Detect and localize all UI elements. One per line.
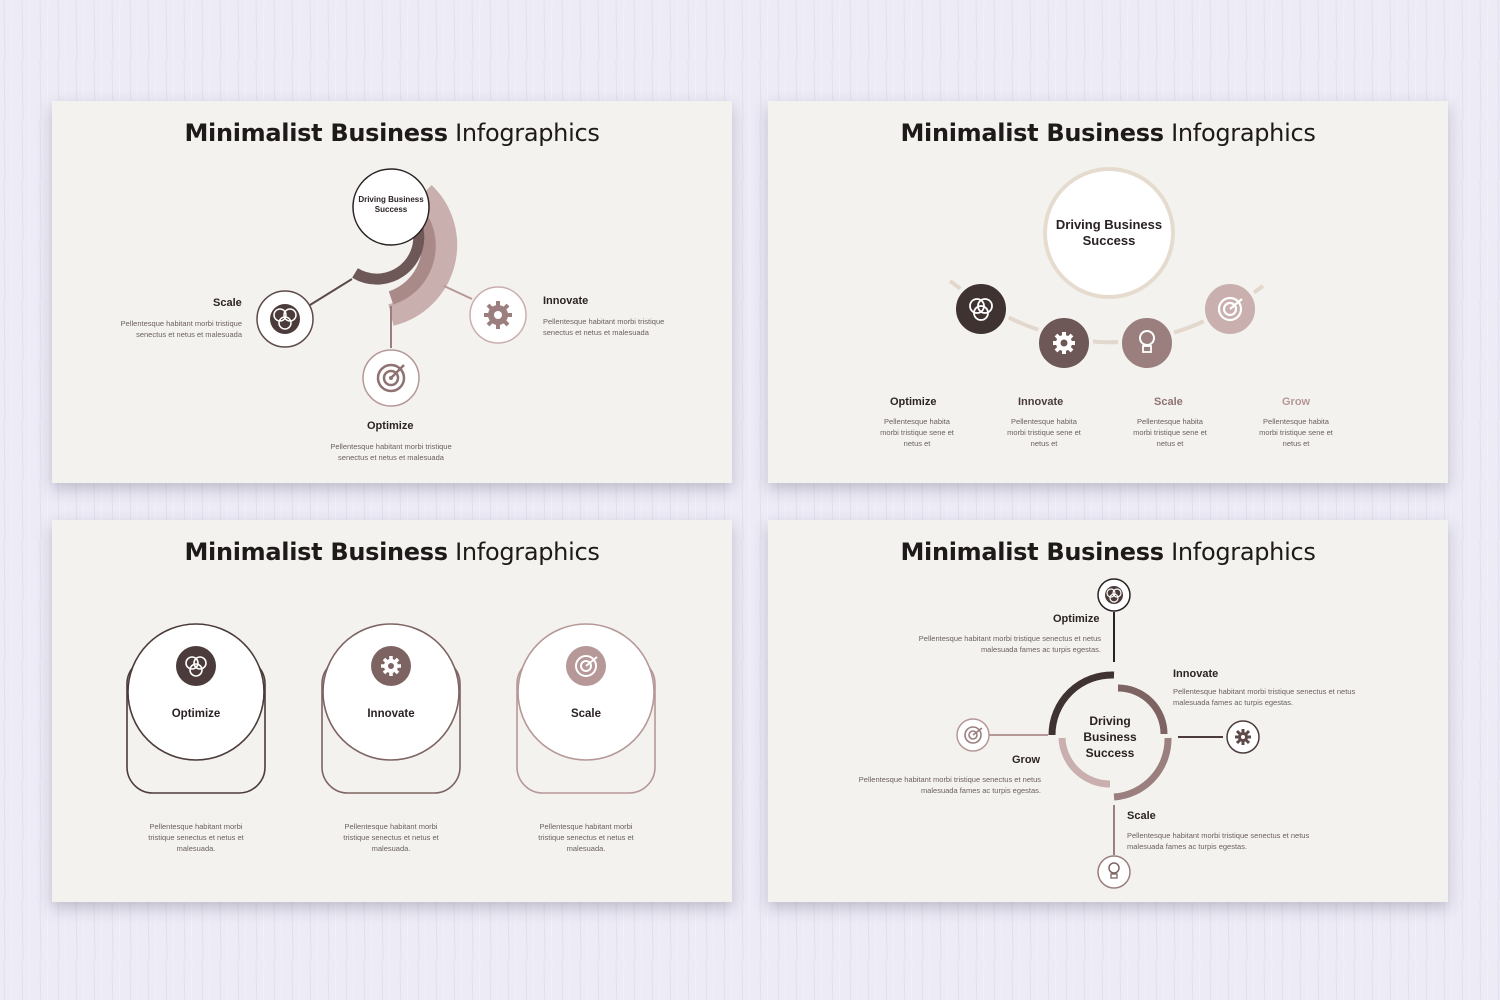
- center-circle: [1043, 167, 1175, 299]
- connector-scale: [309, 278, 353, 306]
- desc-innovate: Pellentesque habitant morbi tristique se…: [1173, 687, 1356, 707]
- card-desc-scale: Pellentesque habitant morbi tristique se…: [538, 822, 634, 853]
- desc-scale: Pellentesque habita morbi tristique sene…: [1133, 417, 1207, 448]
- label-innovate: Innovate: [1173, 668, 1219, 680]
- label-optimize: Optimize: [1053, 613, 1100, 625]
- label-grow: Grow: [1282, 396, 1311, 408]
- optimize-step-circle: [952, 280, 1010, 338]
- slide-3[interactable]: Minimalist Business Infographics Optimiz…: [52, 520, 732, 902]
- center-label: Driving Business Success: [358, 195, 424, 214]
- ring-arc-scale: [1113, 737, 1172, 801]
- arc-medium: [388, 212, 436, 305]
- desc-optimize: Pellentesque habita morbi tristique sene…: [880, 417, 954, 448]
- label-scale: Scale: [1127, 810, 1156, 822]
- center-circle: [352, 168, 430, 246]
- desc-grow: Pellentesque habitant morbi tristique se…: [858, 775, 1041, 795]
- connector-innovate: [443, 285, 473, 300]
- radial-diagram: [256, 168, 527, 407]
- slide-title: Minimalist Business Infographics: [900, 119, 1316, 147]
- desc-scale: Pellentesque habitant morbi tristique se…: [120, 319, 242, 339]
- label-innovate: Innovate: [543, 295, 589, 307]
- card-optimize-circle: [127, 623, 265, 761]
- ring-arc-grow: [1058, 737, 1111, 788]
- card-scale-circle: [517, 623, 655, 761]
- card-label-scale: Scale: [570, 708, 602, 720]
- center-label: Driving Business Success: [1083, 714, 1137, 760]
- ring-arc-innovate: [1117, 684, 1168, 735]
- card-label-innovate: Innovate: [367, 708, 415, 720]
- desc-grow: Pellentesque habita morbi tristique sene…: [1259, 417, 1333, 448]
- label-innovate: Innovate: [1018, 396, 1064, 408]
- card-desc-innovate: Pellentesque habitant morbi tristique se…: [343, 822, 439, 853]
- scale-step-circle: [1118, 314, 1176, 372]
- label-optimize: Optimize: [890, 396, 937, 408]
- label-optimize: Optimize: [367, 420, 414, 432]
- cards-diagram: [126, 623, 656, 794]
- slide-2[interactable]: Minimalist Business Infographics Driving…: [768, 101, 1448, 483]
- desc-scale: Pellentesque habitant morbi tristique se…: [1127, 831, 1310, 851]
- center-label: Driving Business Success: [1055, 217, 1163, 248]
- slide-1[interactable]: Minimalist Business Infographics: [52, 101, 732, 483]
- card-desc-optimize: Pellentesque habitant morbi tristique se…: [148, 822, 244, 853]
- slide-title: Minimalist Business Infographics: [184, 119, 600, 147]
- optimize-icon: [176, 646, 216, 686]
- arc-light: [388, 185, 458, 326]
- cross-diagram: [956, 578, 1260, 889]
- desc-innovate: Pellentesque habitant morbi tristique se…: [543, 317, 665, 337]
- label-scale: Scale: [1154, 396, 1183, 408]
- label-scale: Scale: [213, 297, 242, 309]
- arc-steps-diagram: [948, 167, 1265, 372]
- slide-4[interactable]: Minimalist Business Infographics: [768, 520, 1448, 902]
- slide-title: Minimalist Business Infographics: [184, 538, 600, 566]
- desc-optimize: Pellentesque habitant morbi tristique se…: [918, 634, 1101, 654]
- slide-title: Minimalist Business Infographics: [900, 538, 1316, 566]
- desc-innovate: Pellentesque habita morbi tristique sene…: [1007, 417, 1081, 448]
- label-grow: Grow: [1012, 754, 1041, 766]
- card-label-optimize: Optimize: [171, 708, 221, 720]
- desc-optimize: Pellentesque habitant morbi tristique se…: [330, 442, 452, 462]
- card-innovate-circle: [322, 623, 460, 761]
- scale-node: [1097, 855, 1131, 889]
- arc-dark: [352, 227, 425, 285]
- ring-arc-optimize: [1048, 671, 1115, 736]
